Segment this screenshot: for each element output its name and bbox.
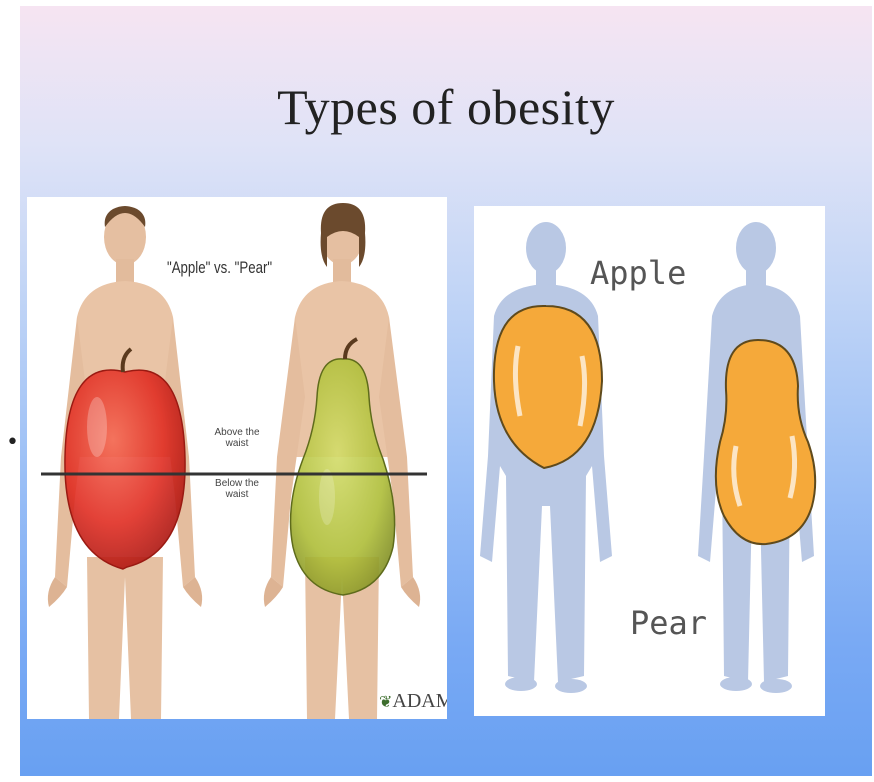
adam-logo: ❦ADAM <box>379 690 447 713</box>
pear-figure <box>264 203 420 719</box>
below-waist-label: Below the waist <box>211 478 263 500</box>
apple-pear-silhouettes: Apple Pear <box>474 206 825 716</box>
apple-vs-pear-photo: "Apple" vs. "Pear" Above the waist Below… <box>27 197 447 719</box>
above-waist-label: Above the waist <box>211 427 263 449</box>
slide-title: Types of obesity <box>20 78 872 136</box>
bullet-point: • <box>6 430 19 455</box>
apple-figure <box>48 206 202 719</box>
pear-label: Pear <box>630 604 707 642</box>
leaf-icon: ❦ <box>379 694 392 711</box>
apple-label: Apple <box>590 254 686 292</box>
adam-credit: ADAM <box>392 690 447 712</box>
apple-vs-pear-label: "Apple" vs. "Pear" <box>167 258 272 278</box>
